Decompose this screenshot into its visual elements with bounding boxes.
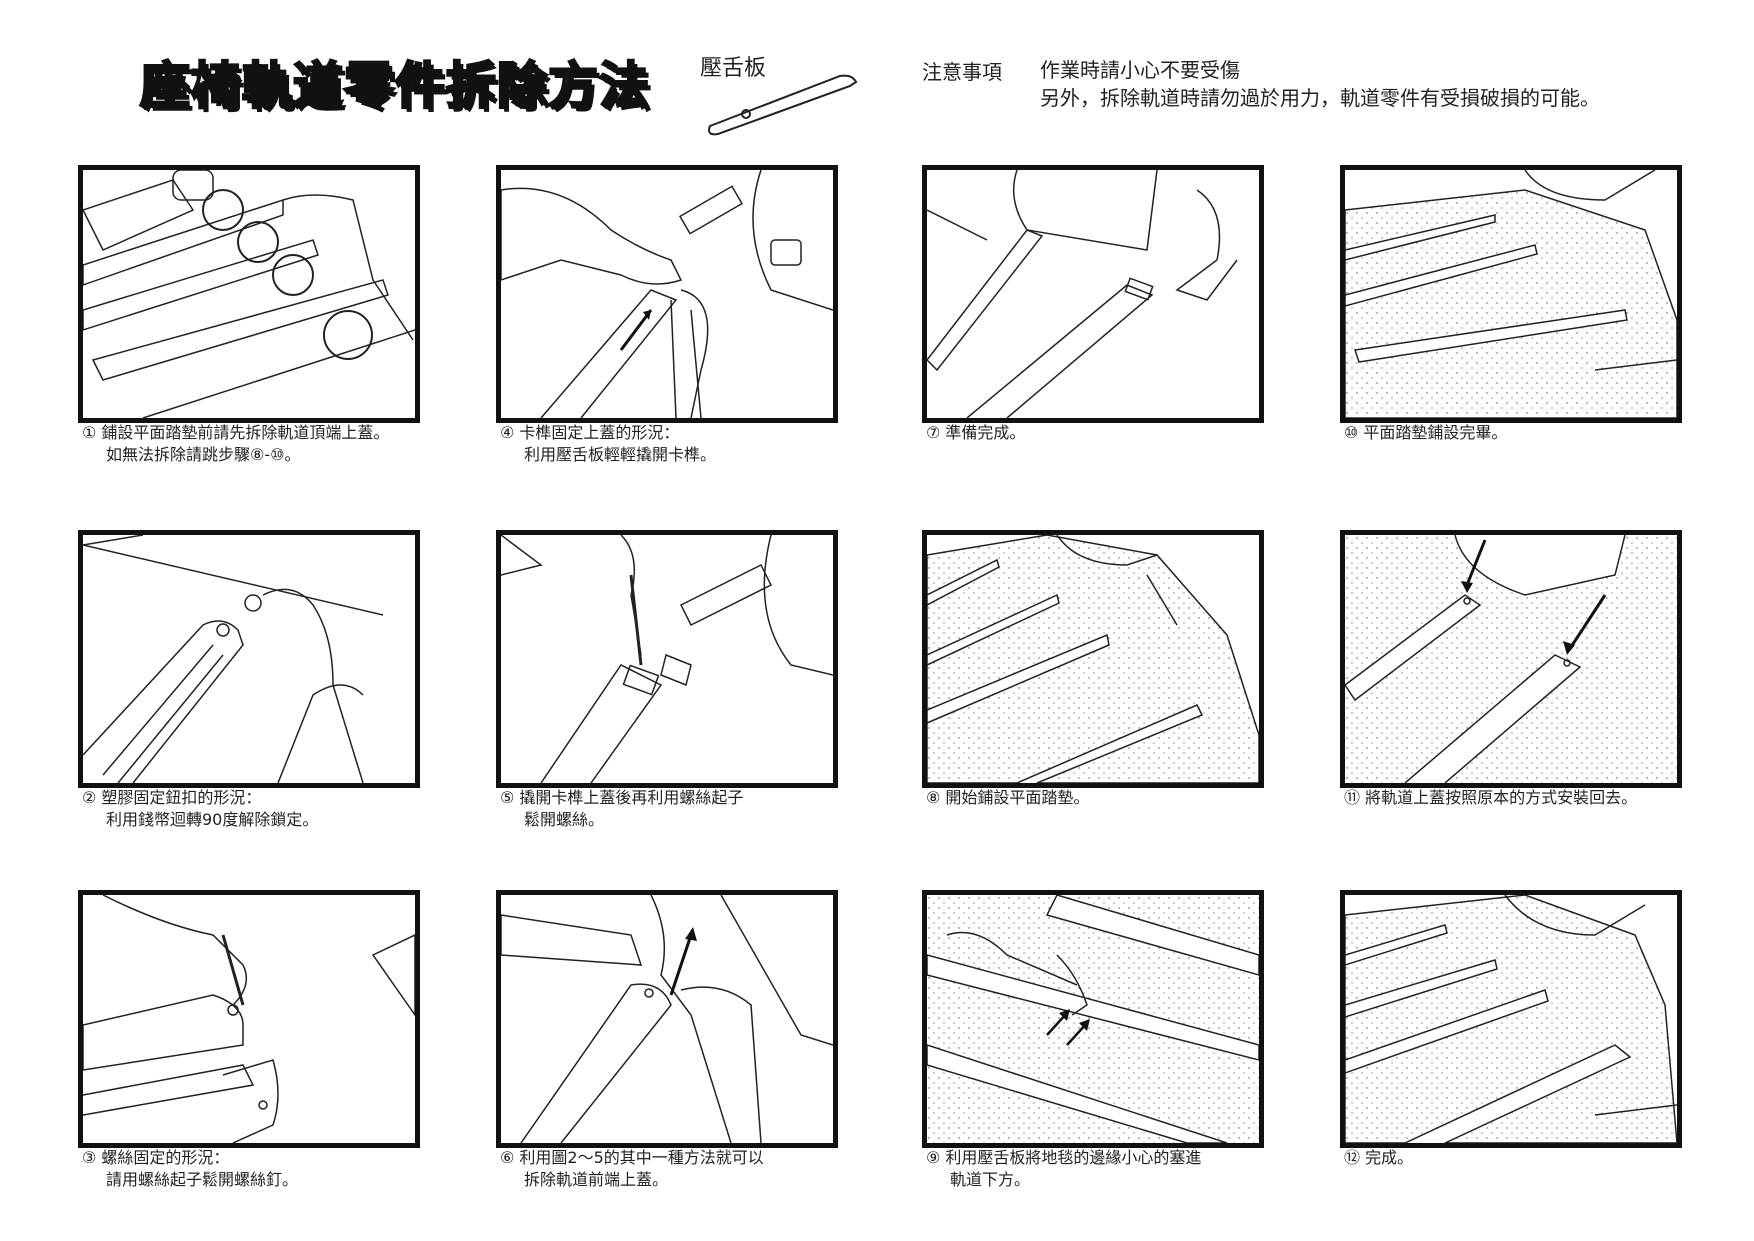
caution-line-2: 另外，拆除軌道時請勿過於用力，軌道零件有受損破損的可能。: [1040, 86, 1600, 110]
step-7-illustration: [922, 165, 1264, 423]
step-6-illustration: [496, 890, 838, 1148]
step-6-caption: ⑥ 利用圖2～5的其中一種方法就可以 拆除軌道前端上蓋。: [500, 1148, 764, 1189]
step-12-illustration: [1340, 890, 1682, 1148]
tongue-depressor-icon: [708, 74, 858, 136]
page-title: 座椅軌道零件拆除方法: [139, 56, 651, 117]
step-9-caption: ⑨ 利用壓舌板將地毯的邊緣小心的塞進 軌道下方。: [926, 1148, 1202, 1189]
step-5-caption: ⑤ 撬開卡榫上蓋後再利用螺絲起子 鬆開螺絲。: [500, 788, 744, 829]
step-12-caption: ⑫ 完成。: [1344, 1148, 1414, 1167]
step-10-caption: ⑩ 平面踏墊鋪設完畢。: [1344, 423, 1508, 442]
step-5-illustration: [496, 530, 838, 788]
caution-line-1: 作業時請小心不要受傷: [1040, 58, 1240, 82]
step-1-illustration: [78, 165, 420, 423]
step-9-illustration: [922, 890, 1264, 1148]
caution-text: 作業時請小心不要受傷 另外，拆除軌道時請勿過於用力，軌道零件有受損破損的可能。: [1040, 56, 1600, 112]
caution-heading: 注意事項: [922, 60, 1002, 84]
step-4-caption: ④ 卡榫固定上蓋的形況： 利用壓舌板輕輕撬開卡榫。: [500, 423, 717, 464]
step-11-caption: ⑪ 將軌道上蓋按照原本的方式安裝回去。: [1344, 788, 1638, 807]
step-8-illustration: [922, 530, 1264, 788]
step-2-illustration: [78, 530, 420, 788]
step-10-illustration: [1340, 165, 1682, 423]
step-8-caption: ⑧ 開始鋪設平面踏墊。: [926, 788, 1090, 807]
step-2-caption: ② 塑膠固定鈕扣的形況： 利用錢幣迴轉90度解除鎖定。: [82, 788, 319, 829]
step-7-caption: ⑦ 準備完成。: [926, 423, 1026, 442]
tool-label: 壓舌板: [700, 56, 767, 81]
step-3-illustration: [78, 890, 420, 1148]
step-3-caption: ③ 螺絲固定的形況： 請用螺絲起子鬆開螺絲釘。: [82, 1148, 299, 1189]
step-11-illustration: [1340, 530, 1682, 788]
step-1-caption: ① 鋪設平面踏墊前請先拆除軌道頂端上蓋。 如無法拆除請跳步驟⑧-⑩。: [82, 423, 390, 464]
step-4-illustration: [496, 165, 838, 423]
